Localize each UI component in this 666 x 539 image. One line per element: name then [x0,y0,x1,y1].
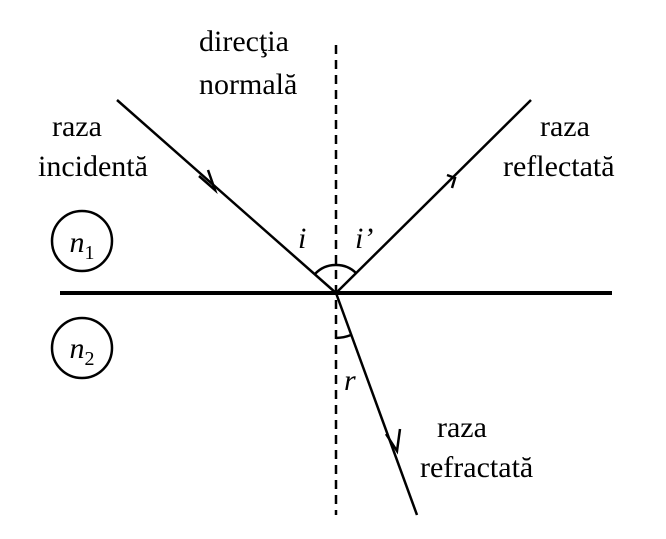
normal-label-line2: normală [199,68,297,101]
reflection-angle-label: i’ [355,222,373,255]
incident-label-line1: raza [52,110,102,143]
medium2-label: n2 [70,332,95,370]
reflection-angle-arc [335,263,357,274]
refraction-angle-arc [335,333,352,340]
medium2-circle [50,316,114,380]
reflected-ray [335,99,532,294]
medium1-circle [50,209,114,273]
incident-arrow [198,169,218,195]
incidence-angle-label: i [298,222,306,255]
normal-label-line1: direcţia [199,25,289,58]
refracted-label-line1: raza [437,411,487,444]
refracted-arrow [384,428,402,455]
medium1-index: 1 [85,242,95,264]
refracted-ray [334,292,419,516]
medium1-label: n1 [70,226,95,264]
incident-ray [116,99,337,294]
incidence-angle-arc [314,263,337,275]
refraction-angle-label: r [344,364,356,397]
incident-label-line2: incidentă [38,150,148,183]
medium2-index: 2 [85,348,95,370]
reflected-label-line2: reflectată [503,150,615,183]
refracted-label-line2: refractată [420,451,533,484]
reflected-label-line1: raza [540,110,590,143]
medium2-symbol: n [70,332,85,365]
medium1-symbol: n [70,226,85,259]
reflected-arrow [446,173,457,189]
